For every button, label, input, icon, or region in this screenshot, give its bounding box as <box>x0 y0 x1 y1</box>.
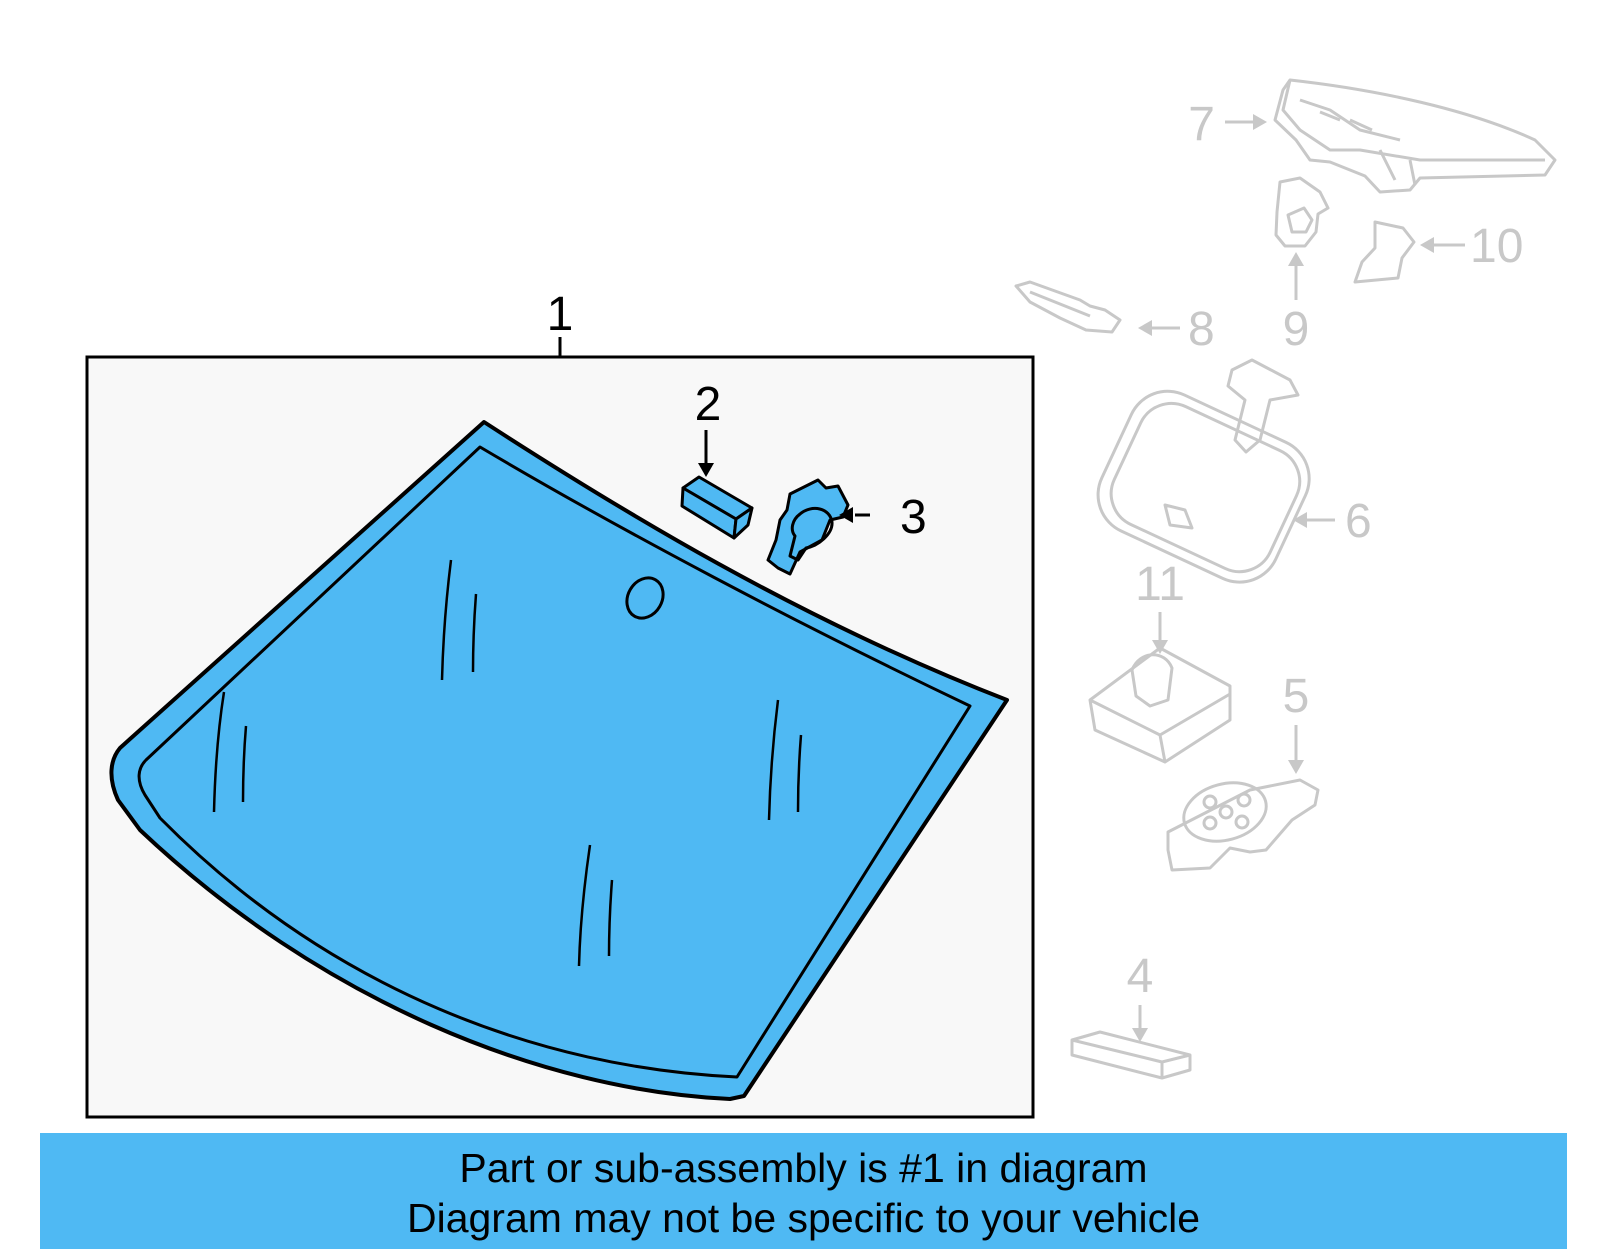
callout-9: 9 <box>1283 303 1310 356</box>
callout-3: 3 <box>900 491 927 544</box>
info-banner: Part or sub-assembly is #1 in diagram Di… <box>40 1133 1567 1249</box>
part-11-sensor <box>1088 646 1232 764</box>
part-4-pad <box>1070 1030 1192 1080</box>
part-3-bracket <box>766 478 850 576</box>
callout-2: 2 <box>695 378 722 431</box>
part-9-clip <box>1274 176 1330 248</box>
callout-10: 10 <box>1470 220 1523 273</box>
arrow-2 <box>698 463 714 477</box>
part-7-console <box>1273 78 1557 194</box>
part-10-cover <box>1353 220 1416 284</box>
banner-line-1: Part or sub-assembly is #1 in diagram <box>459 1145 1148 1191</box>
callout-4: 4 <box>1127 950 1154 1003</box>
part-6-mirror <box>1096 358 1311 584</box>
part-2-block <box>680 475 754 540</box>
callout-7: 7 <box>1188 98 1215 151</box>
callout-1: 1 <box>547 288 574 341</box>
callout-11: 11 <box>1135 558 1185 611</box>
part-5-rain-sensor <box>1166 778 1320 872</box>
faded-arrowheads <box>1132 114 1434 1042</box>
parts-diagram: 1 2 3 <box>85 78 1557 1119</box>
banner-line-2: Diagram may not be specific to your vehi… <box>406 1195 1200 1241</box>
windshield-part-1 <box>109 420 1009 1101</box>
callout-8: 8 <box>1188 303 1215 356</box>
other-parts <box>1014 78 1557 1080</box>
callout-6: 6 <box>1345 495 1372 548</box>
part-8-trim <box>1014 280 1122 334</box>
arrow-3 <box>839 507 853 523</box>
callout-5: 5 <box>1283 670 1310 723</box>
